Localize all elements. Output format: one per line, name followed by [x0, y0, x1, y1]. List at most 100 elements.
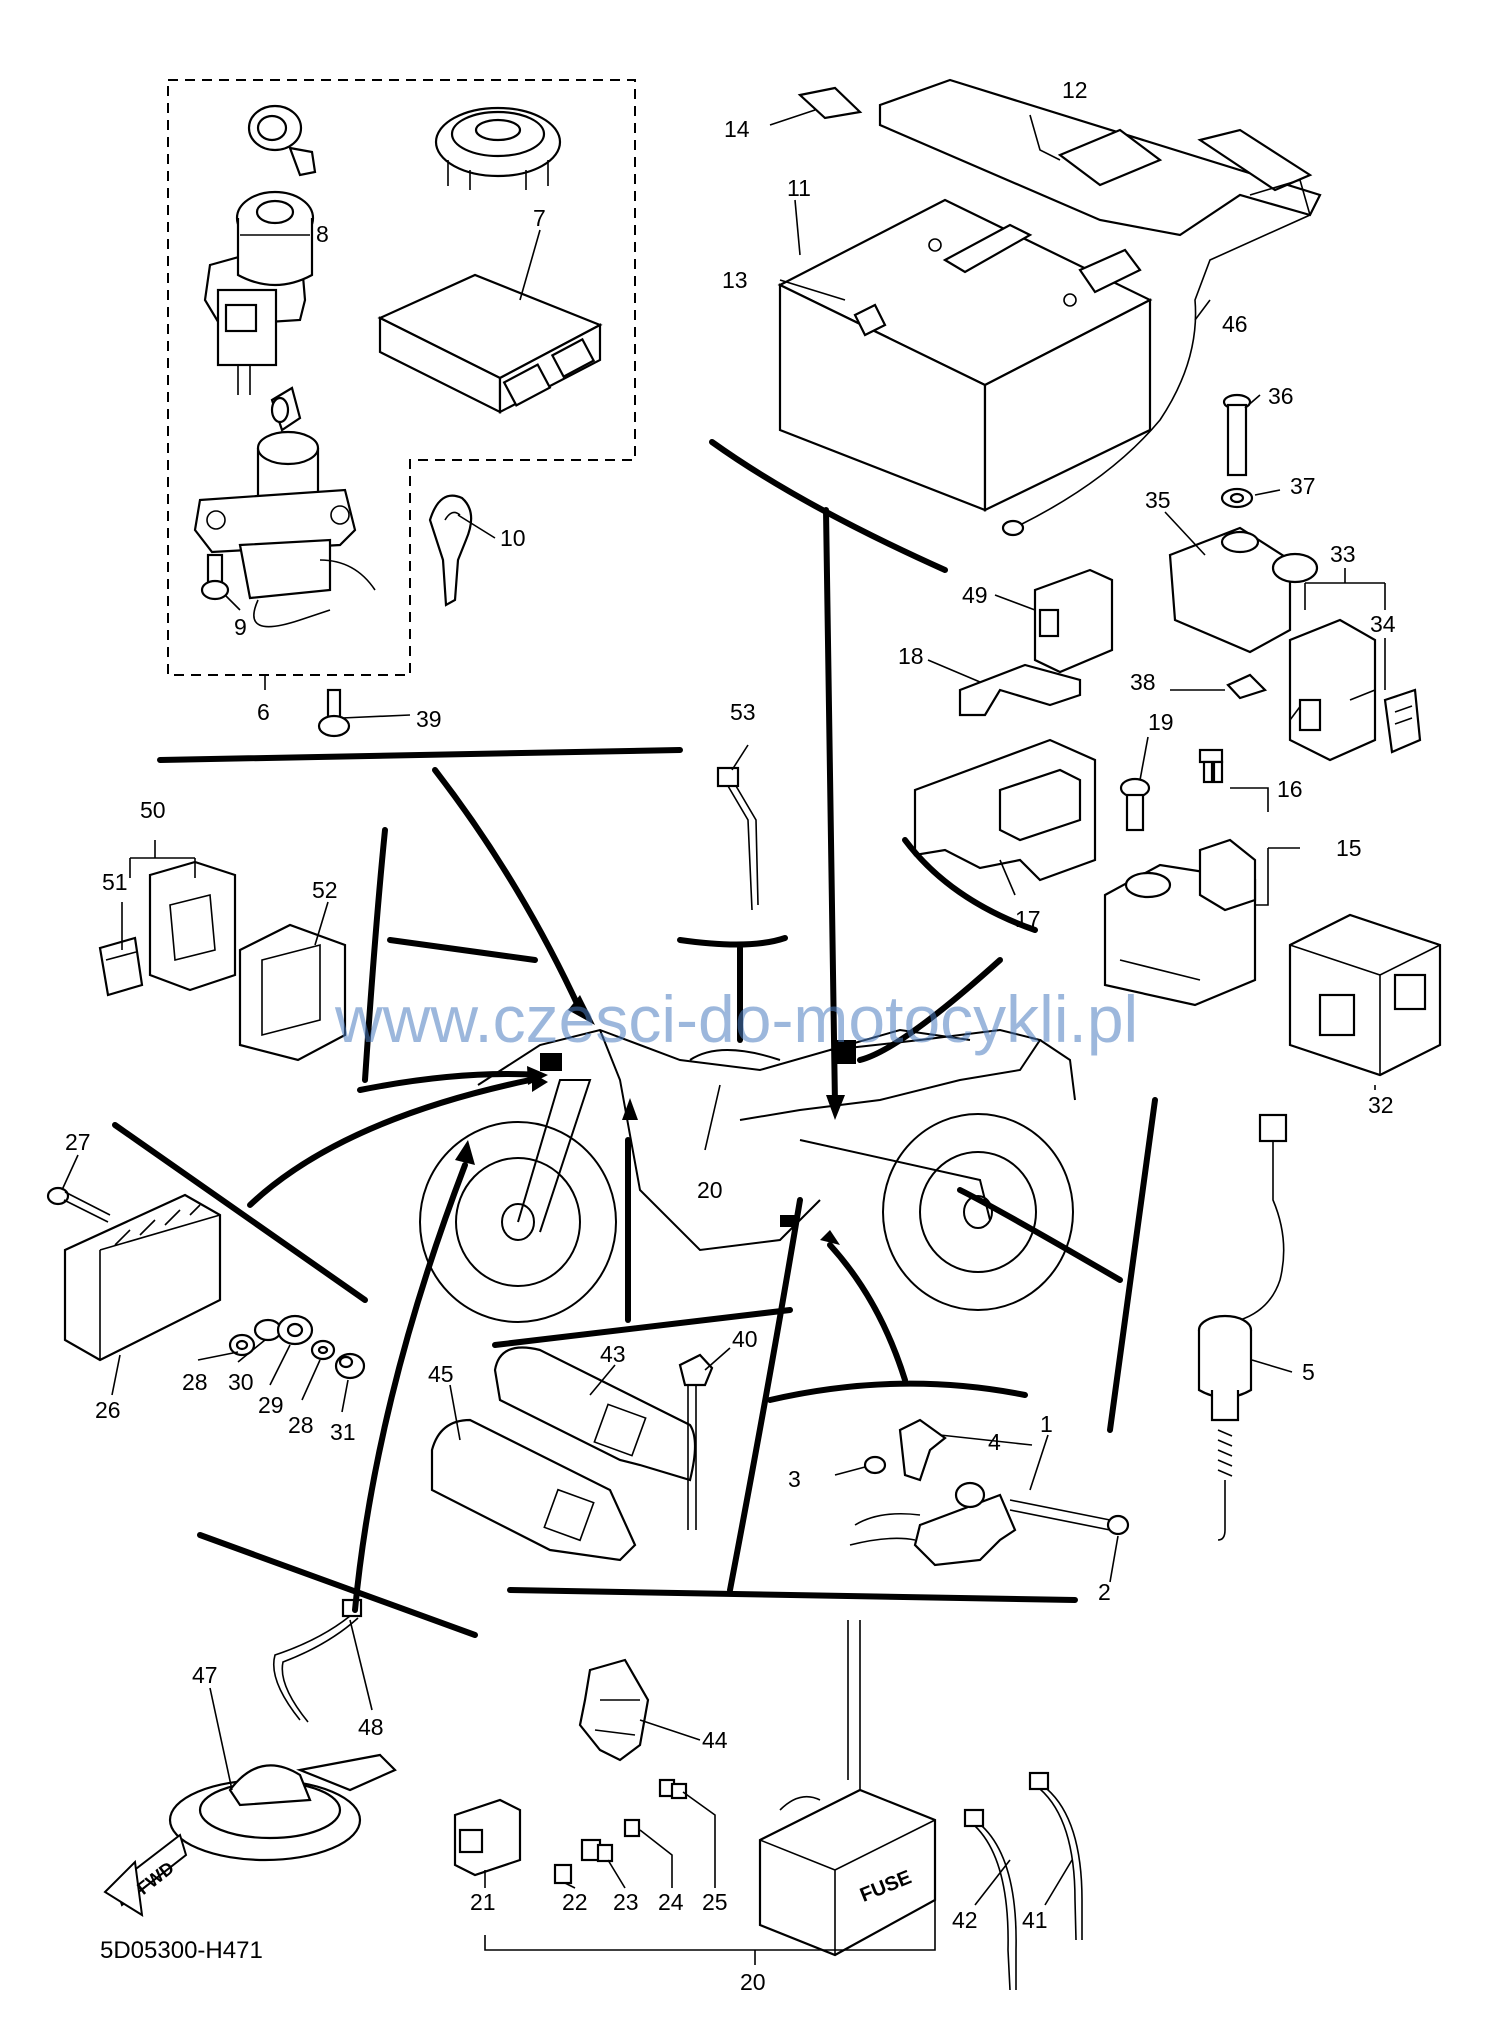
washer-28a-part [228, 1333, 256, 1357]
fuse-16-part [1198, 748, 1224, 784]
screw-9-part [200, 553, 230, 601]
pointer-arrowheads [455, 995, 856, 1245]
fuel-cap-part [434, 106, 562, 190]
relay-49-part [1033, 568, 1114, 674]
callout-18: 18 [898, 643, 924, 669]
sidestand-switch-part [849, 1481, 1130, 1567]
grommet-29-part [276, 1314, 314, 1346]
callout-38: 38 [1130, 669, 1156, 695]
main-switch-part [203, 190, 315, 395]
callout-23: 23 [613, 1889, 639, 1915]
callout-14: 14 [724, 116, 750, 142]
callout-12: 12 [1062, 77, 1088, 103]
callout-32: 32 [1368, 1092, 1394, 1118]
callout-37: 37 [1290, 473, 1316, 499]
callout-35: 35 [1145, 487, 1171, 513]
callout-20-top: 20 [697, 1177, 723, 1203]
bracket-4-part [898, 1418, 947, 1482]
callout-20-bottom: 20 [740, 1969, 766, 1995]
fuse-22-part [553, 1863, 573, 1885]
cable-tie-53-part [716, 766, 759, 911]
callout-16: 16 [1277, 776, 1303, 802]
group-pointer-lines [112, 439, 1158, 1638]
cable-tie-42-part [963, 1808, 1017, 1991]
callout-19: 19 [1148, 709, 1174, 735]
callout-13: 13 [722, 267, 748, 293]
cover-18-part [958, 663, 1082, 717]
switch-body-part [193, 386, 376, 628]
callout-43: 43 [600, 1341, 626, 1367]
callout-3: 3 [788, 1466, 801, 1492]
relay-52-part [238, 923, 347, 1062]
callout-51: 51 [102, 869, 128, 895]
cable-tie-41-part [1028, 1771, 1083, 1941]
fuse-23-part [580, 1838, 614, 1863]
callout-11: 11 [787, 175, 811, 201]
bolt-39-part [317, 688, 351, 738]
cable-tie-48-part [273, 1598, 363, 1723]
washer-37-part [1220, 487, 1254, 509]
clip-14-part [797, 86, 863, 120]
bolt-19-part [1119, 777, 1151, 832]
callout-46: 46 [1222, 311, 1248, 337]
nut-31-part [334, 1352, 366, 1380]
lock-cylinder-part [247, 104, 317, 177]
callout-21: 21 [470, 1889, 496, 1915]
callout-28a: 28 [182, 1369, 208, 1395]
callout-34: 34 [1370, 611, 1396, 637]
relay-32-part [1288, 913, 1442, 1077]
battery-bracket-part [878, 78, 1322, 237]
fwd-arrow-icon: FWD [103, 1833, 188, 1917]
callout-8: 8 [316, 221, 329, 247]
sensor-5-part [1197, 1113, 1288, 1541]
motorcycle-outline [419, 1028, 1076, 1323]
callout-26: 26 [95, 1397, 121, 1423]
callout-47: 47 [192, 1662, 218, 1688]
clamp-40-part [678, 1353, 714, 1530]
fuse-25-part [658, 1778, 688, 1800]
bolt-27-part [46, 1186, 111, 1223]
callout-29: 29 [258, 1392, 284, 1418]
callout-9: 9 [234, 614, 247, 640]
callout-7: 7 [533, 205, 546, 231]
callout-6: 6 [257, 699, 270, 725]
bracket-17-part [913, 738, 1097, 882]
callout-40: 40 [732, 1326, 758, 1352]
sheet-43-part [493, 1346, 697, 1482]
callout-27: 27 [65, 1129, 91, 1155]
sheet-45-part [430, 1418, 637, 1562]
relay-50-part [148, 860, 237, 992]
leader-lines [61, 109, 1386, 1965]
fuse-box-part [758, 1620, 937, 1957]
screw-3-part [863, 1455, 887, 1475]
callout-15: 15 [1336, 835, 1362, 861]
callout-30: 30 [228, 1369, 254, 1395]
callout-49: 49 [962, 582, 988, 608]
callout-33: 33 [1330, 541, 1356, 567]
relay-35-part [1168, 526, 1319, 654]
callout-2: 2 [1098, 1579, 1111, 1605]
diagram-code: 5D05300-H471 [100, 1937, 263, 1964]
callout-52: 52 [312, 877, 338, 903]
battery-part [777, 198, 1153, 512]
fuse-24-part [623, 1818, 641, 1838]
callout-24: 24 [658, 1889, 684, 1915]
rectifier-regulator-part [63, 1193, 222, 1362]
callout-28b: 28 [288, 1412, 314, 1438]
callout-5: 5 [1302, 1359, 1315, 1385]
callout-22: 22 [562, 1889, 588, 1915]
callout-50: 50 [140, 797, 166, 823]
callout-36: 36 [1268, 383, 1294, 409]
coupler-34-part [1383, 688, 1422, 754]
callout-numbers: 12 14 11 13 46 36 37 35 33 34 49 18 38 1… [65, 77, 1396, 1995]
washer-28b-part [310, 1339, 336, 1361]
callout-4: 4 [988, 1429, 1001, 1455]
callout-48: 48 [358, 1714, 384, 1740]
callout-10: 10 [500, 525, 526, 551]
key-part [428, 494, 473, 607]
callout-44: 44 [702, 1727, 728, 1753]
callout-25: 25 [702, 1889, 728, 1915]
callout-53: 53 [730, 699, 756, 725]
coupler-51-part [98, 936, 144, 997]
